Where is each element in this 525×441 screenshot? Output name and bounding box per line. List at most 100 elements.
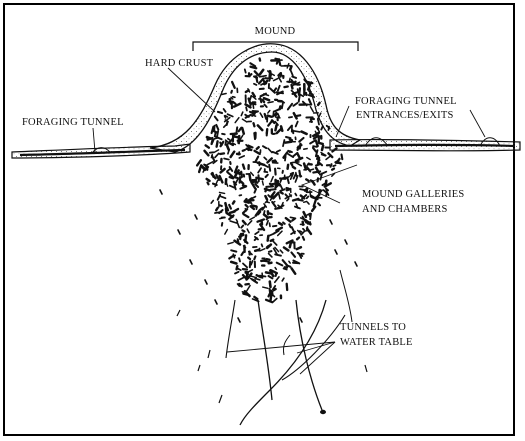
gallery-speck	[290, 140, 292, 141]
gallery-speck	[245, 69, 246, 72]
gallery-speck	[242, 252, 244, 255]
gallery-speck	[300, 231, 302, 232]
gallery-speck	[263, 100, 264, 102]
gallery-speck	[269, 71, 270, 78]
gallery-speck	[323, 184, 326, 186]
gallery-speck	[287, 265, 291, 266]
gallery-speck	[322, 154, 325, 155]
gallery-speck	[294, 131, 300, 132]
gallery-speck	[307, 197, 309, 199]
label-water-line1: TUNNELS TO	[340, 322, 406, 333]
gallery-speck	[242, 230, 244, 231]
gallery-speck	[231, 262, 236, 264]
gallery-speck	[262, 244, 263, 246]
gallery-speck	[317, 127, 318, 129]
gallery-speck	[256, 178, 263, 179]
gallery-speck	[245, 284, 248, 285]
gallery-speck	[260, 76, 266, 77]
gallery-speck	[270, 213, 272, 214]
gallery-speck	[261, 208, 263, 209]
gallery-speck	[265, 114, 267, 119]
gallery-speck	[342, 155, 343, 160]
gallery-speck	[286, 137, 290, 138]
gallery-speck	[292, 77, 296, 78]
gallery-speck	[224, 159, 229, 160]
gallery-speck	[310, 214, 311, 220]
gallery-speck	[306, 179, 308, 181]
gallery-speck	[306, 104, 310, 105]
gallery-speck	[284, 157, 286, 158]
gallery-speck	[271, 294, 272, 300]
gallery-speck	[270, 282, 271, 287]
gallery-speck	[272, 120, 274, 122]
gallery-speck	[292, 162, 299, 163]
gallery-speck	[292, 91, 294, 92]
gallery-speck	[270, 189, 275, 190]
gallery-speck	[281, 192, 283, 193]
figure-frame	[4, 4, 514, 435]
gallery-speck	[299, 88, 300, 95]
gallery-speck	[241, 172, 242, 176]
gallery-speck	[244, 246, 246, 248]
gallery-speck	[259, 249, 260, 251]
gallery-speck	[331, 164, 332, 167]
gallery-speck	[266, 272, 271, 273]
gallery-speck	[220, 153, 224, 154]
gallery-speck	[230, 99, 231, 103]
gallery-speck	[246, 90, 249, 92]
gallery-speck	[239, 152, 240, 154]
gallery-speck	[316, 141, 318, 146]
gallery-speck	[243, 150, 245, 151]
gallery-speck	[275, 169, 276, 175]
gallery-speck	[275, 208, 280, 209]
gallery-speck	[254, 84, 256, 85]
gallery-speck	[250, 174, 251, 180]
gallery-speck	[256, 207, 257, 209]
gallery-speck	[258, 212, 260, 214]
gallery-speck	[307, 189, 308, 192]
gallery-speck	[242, 128, 244, 134]
gallery-speck	[313, 171, 320, 172]
gallery-speck	[281, 126, 282, 130]
gallery-speck	[264, 211, 265, 213]
label-hard-crust: HARD CRUST	[145, 58, 214, 69]
gallery-speck	[268, 102, 273, 103]
gallery-speck	[269, 165, 270, 171]
gallery-speck	[270, 223, 271, 226]
gallery-speck	[220, 205, 222, 206]
gallery-speck	[308, 82, 313, 83]
label-galleries-line1: MOUND GALLERIES	[362, 189, 464, 200]
gallery-speck	[292, 81, 293, 84]
gallery-speck	[310, 222, 311, 224]
gallery-speck	[246, 205, 248, 207]
gallery-speck	[246, 107, 247, 110]
gallery-speck	[262, 181, 263, 185]
gallery-speck	[250, 202, 252, 204]
gallery-speck	[233, 97, 235, 98]
gallery-speck	[220, 218, 224, 219]
gallery-speck	[245, 235, 246, 242]
gallery-speck	[231, 91, 232, 93]
gallery-speck	[234, 177, 237, 178]
gallery-speck	[208, 183, 209, 185]
gallery-speck	[213, 173, 214, 177]
label-galleries-line2: AND CHAMBERS	[362, 204, 448, 215]
gallery-speck	[265, 196, 267, 199]
gallery-speck	[315, 131, 316, 133]
gallery-speck	[277, 61, 278, 64]
gallery-speck	[276, 273, 277, 276]
gallery-speck	[318, 203, 320, 205]
gallery-speck	[317, 156, 318, 159]
gallery-speck	[267, 259, 270, 260]
gallery-speck	[268, 116, 271, 117]
gallery-speck	[268, 195, 270, 197]
gallery-speck	[253, 103, 254, 109]
gallery-speck	[264, 215, 267, 217]
gallery-speck	[288, 165, 289, 169]
gallery-speck	[245, 273, 248, 274]
gallery-speck	[318, 103, 320, 105]
gallery-speck	[304, 164, 306, 170]
gallery-speck	[238, 239, 239, 242]
gallery-speck	[227, 208, 228, 211]
